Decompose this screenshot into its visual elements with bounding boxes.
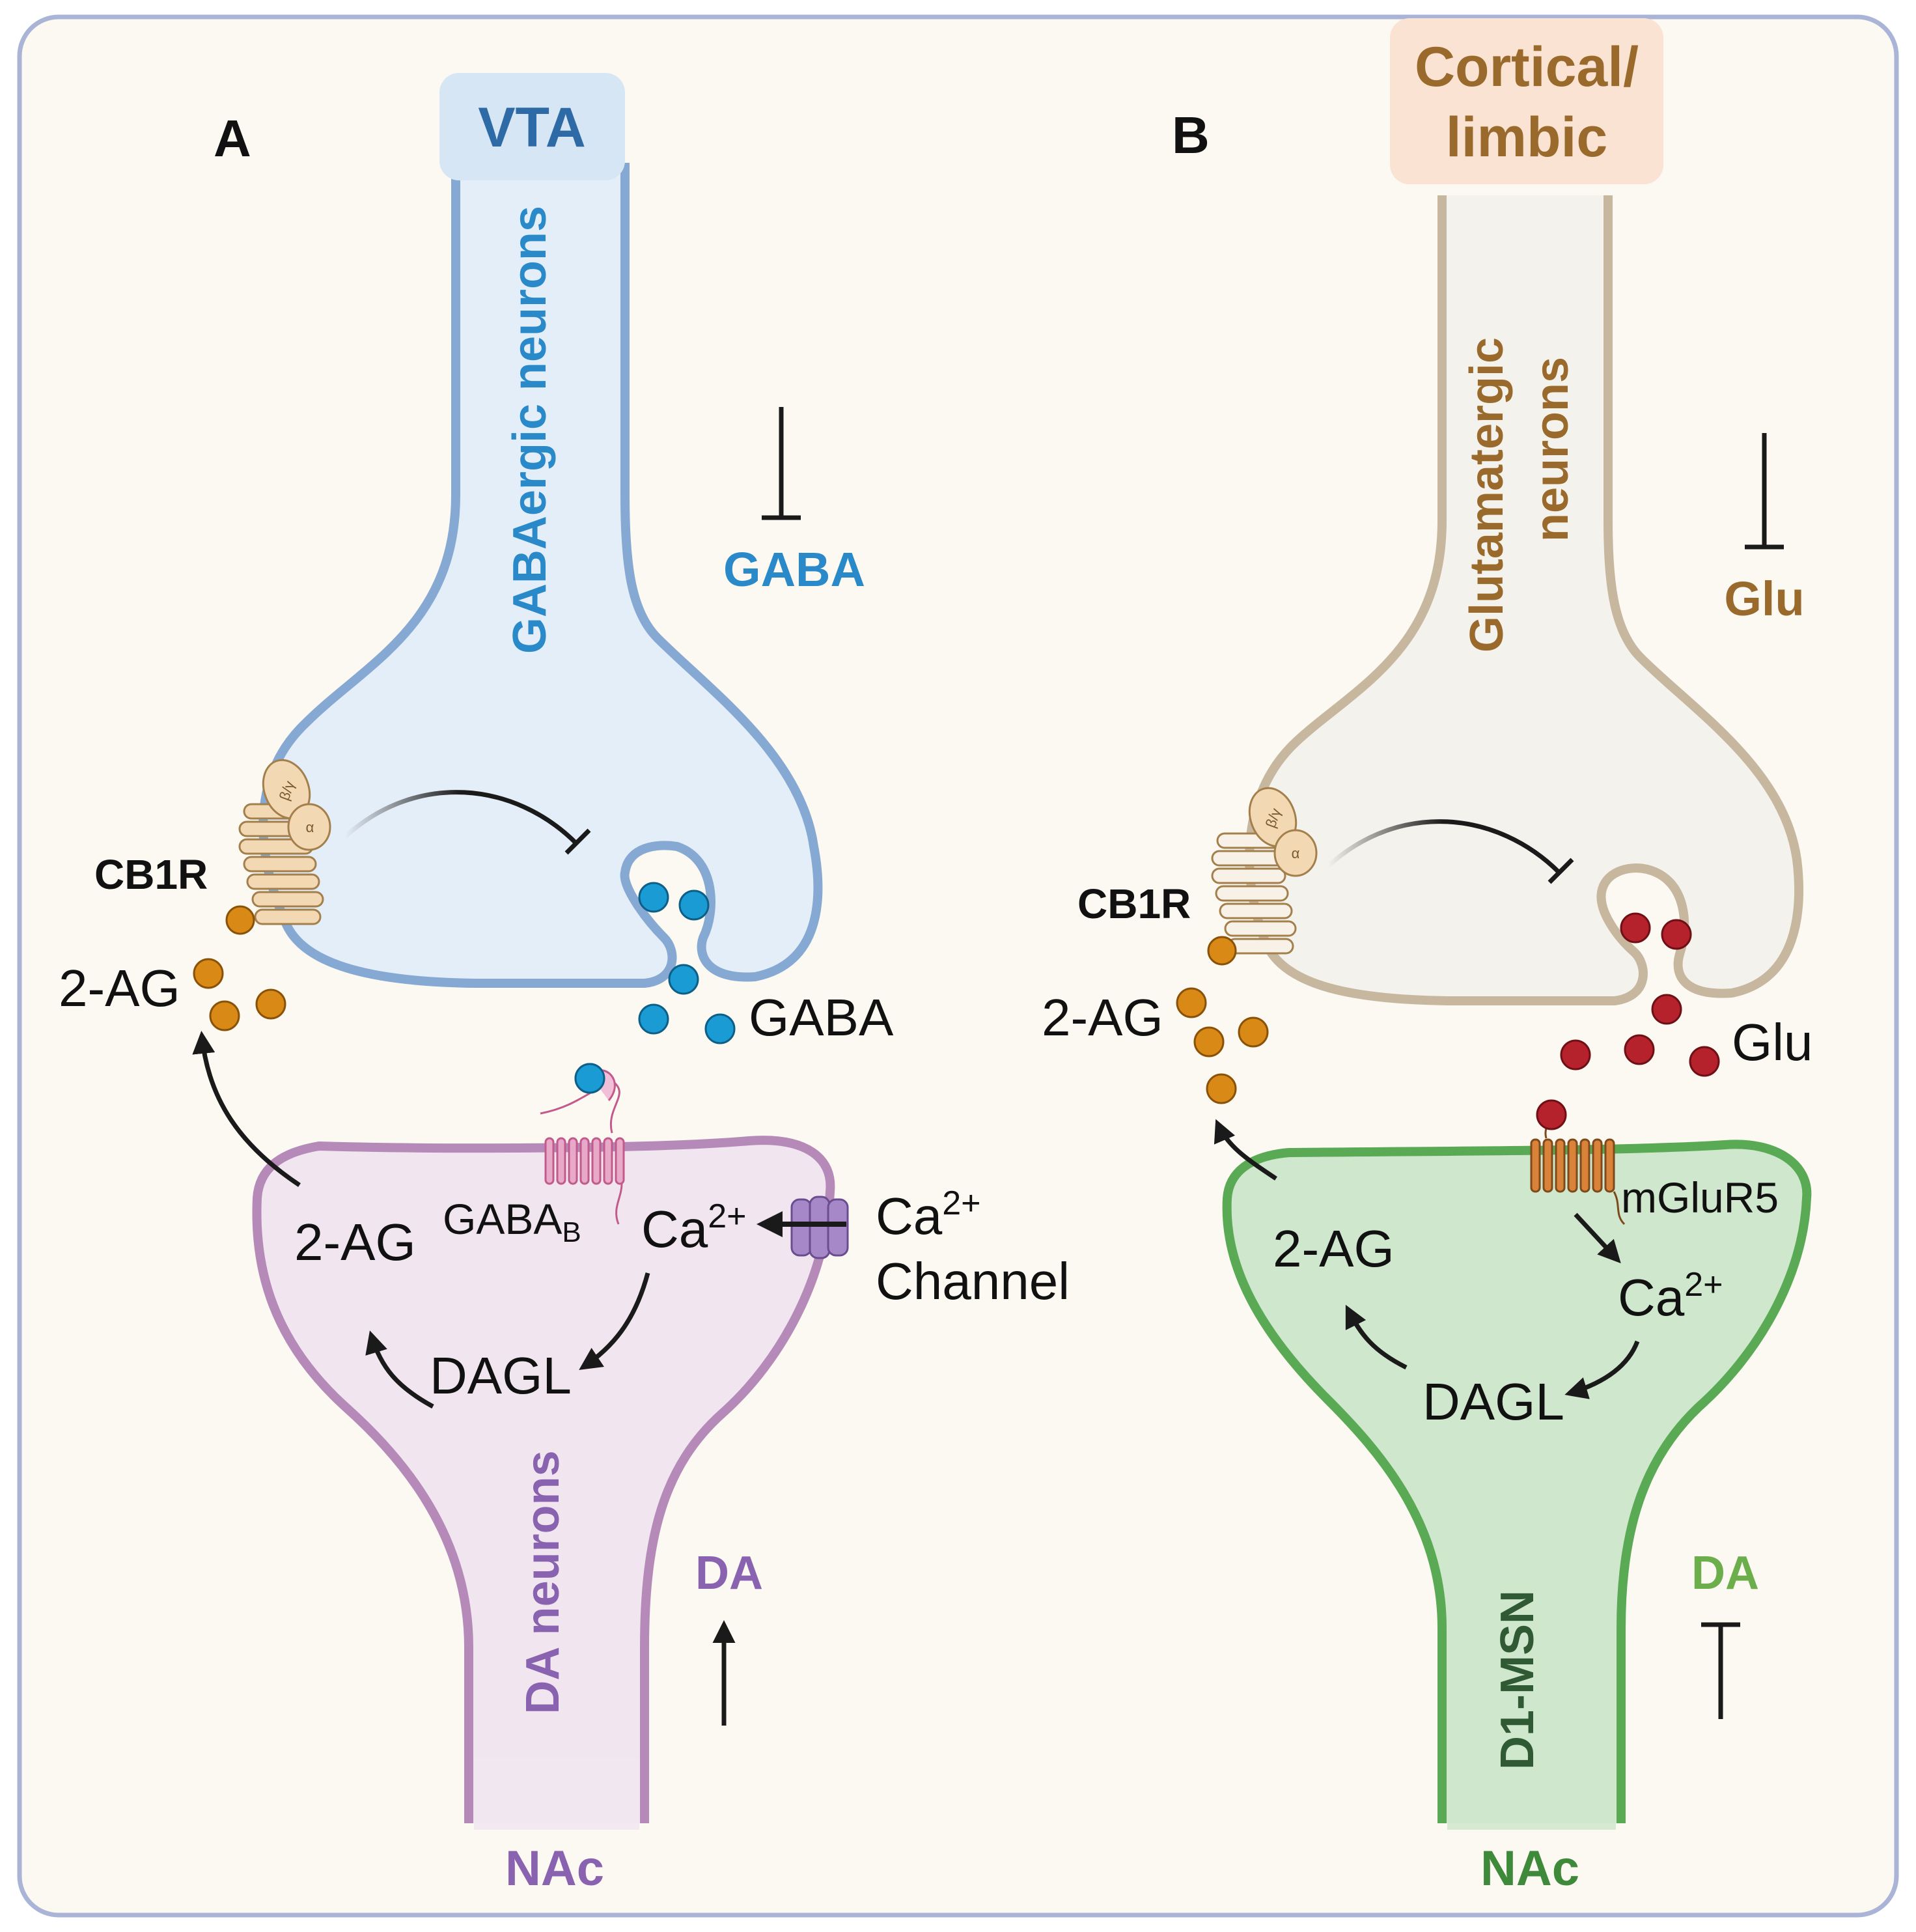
da-neurons-label: DA neurons — [517, 1450, 569, 1714]
glu-bound-molecule — [1536, 1099, 1567, 1130]
nac-label-a: NAc — [505, 1841, 604, 1896]
cb1r-inhibition-arc-b — [1326, 819, 1561, 875]
mglur5-label: mGluR5 — [1621, 1173, 1779, 1222]
2ag-molecule — [1193, 1026, 1225, 1057]
d1-msn-postsynaptic — [1222, 1140, 1812, 1823]
glu-molecule — [1689, 1046, 1720, 1077]
gaba-released-label: GABA — [749, 988, 894, 1046]
2ag-molecule — [1238, 1016, 1269, 1048]
panel-b-label: B — [1172, 106, 1210, 164]
2ag-molecule — [193, 958, 224, 989]
dagl-label-a: DAGL — [430, 1347, 572, 1405]
gaba-molecule — [638, 1003, 669, 1035]
glu-vesicle-molecule — [1661, 919, 1692, 950]
d1-msn-label: D1-MSN — [1492, 1590, 1544, 1770]
g-alpha-label-a: α — [306, 819, 314, 835]
panel-a: A VTA GABAergic neurons GABA β/γ α — [59, 73, 1070, 1896]
dagl-to-2ag-arrow-b — [1345, 1304, 1408, 1370]
2ag-label-b: 2-AG — [1042, 988, 1163, 1046]
2ag-bound-b — [1207, 936, 1237, 966]
ca-to-dagl-arrow-b — [1564, 1340, 1640, 1399]
glu-molecule — [1651, 994, 1682, 1025]
2ag-bound-a — [225, 905, 255, 935]
gaba-inhibition-symbol — [762, 407, 801, 520]
vta-label-box — [439, 73, 625, 180]
dagl-to-2ag-arrow-a — [365, 1330, 434, 1409]
g-alpha-label-b: α — [1292, 845, 1300, 861]
gaba-molecule — [668, 964, 699, 995]
g-protein-a: β/γ α — [262, 759, 331, 851]
nac-label-b: NAc — [1480, 1841, 1579, 1896]
2ag-label-a: 2-AG — [59, 959, 180, 1017]
2ag-molecule — [255, 988, 286, 1020]
cb1r-label-a: CB1R — [94, 851, 208, 898]
cb1r-label-b: CB1R — [1077, 880, 1191, 927]
vta-label: VTA — [478, 96, 586, 159]
glu-molecule — [1560, 1039, 1591, 1071]
ca-channel — [790, 1196, 849, 1259]
da-effect-label-b: DA — [1691, 1547, 1759, 1599]
gaba-vesicle-molecule — [638, 882, 669, 913]
cortical-label-line1: Cortical/ — [1415, 36, 1639, 98]
da-inhibition-symbol — [1701, 1622, 1740, 1719]
glu-heading: Glu — [1724, 572, 1804, 626]
glu-vesicle-molecule — [1620, 912, 1651, 944]
2ag-post-label-b: 2-AG — [1273, 1220, 1395, 1278]
mglur5-to-ca-arrow — [1574, 1212, 1621, 1264]
cb1r-inhibition-arc-a — [343, 790, 578, 845]
cortical-label-line2: limbic — [1446, 106, 1608, 169]
glutamatergic-label-line2: neurons — [1526, 357, 1578, 542]
da-effect-label-a: DA — [695, 1547, 763, 1599]
2ag-retrograde-arrow-a — [192, 1031, 301, 1187]
dagl-label-b: DAGL — [1423, 1373, 1564, 1431]
gabab-label: GABAB — [443, 1195, 581, 1248]
mglur5-receptor — [1530, 1113, 1626, 1225]
gaba-vesicle-molecule — [678, 889, 710, 921]
glu-inhibition-symbol — [1745, 433, 1784, 550]
gaba-heading: GABA — [723, 542, 865, 596]
gabaergic-neurons-label: GABAergic neurons — [504, 206, 556, 654]
ca-channel-word: Channel — [876, 1252, 1070, 1310]
2ag-post-label-a: 2-AG — [294, 1213, 416, 1271]
gaba-bound-molecule — [574, 1063, 605, 1094]
2ag-molecule — [1206, 1073, 1237, 1104]
ca-ion-label-a: Ca2+ — [641, 1197, 747, 1258]
glu-released-label: Glu — [1732, 1013, 1813, 1071]
panel-a-label: A — [214, 109, 251, 167]
da-neuron-postsynaptic — [252, 1136, 835, 1823]
gaba-molecule — [704, 1013, 736, 1044]
2ag-molecule — [1176, 987, 1207, 1018]
ca-to-dagl-arrow-a — [579, 1272, 650, 1370]
2ag-molecule — [209, 1000, 240, 1031]
panel-b: B Cortical/ limbic Glutamatergic neurons… — [1042, 18, 1813, 1896]
glu-molecule — [1624, 1034, 1655, 1065]
glutamatergic-label-line1: Glutamatergic — [1461, 337, 1513, 652]
2ag-retrograde-arrow-b — [1214, 1119, 1277, 1181]
g-protein-b: β/γ α — [1248, 787, 1318, 877]
ca-channel-label: Ca2+ — [876, 1184, 981, 1245]
ca-ion-label-b: Ca2+ — [1618, 1266, 1723, 1326]
cortical-label-box — [1390, 18, 1663, 184]
